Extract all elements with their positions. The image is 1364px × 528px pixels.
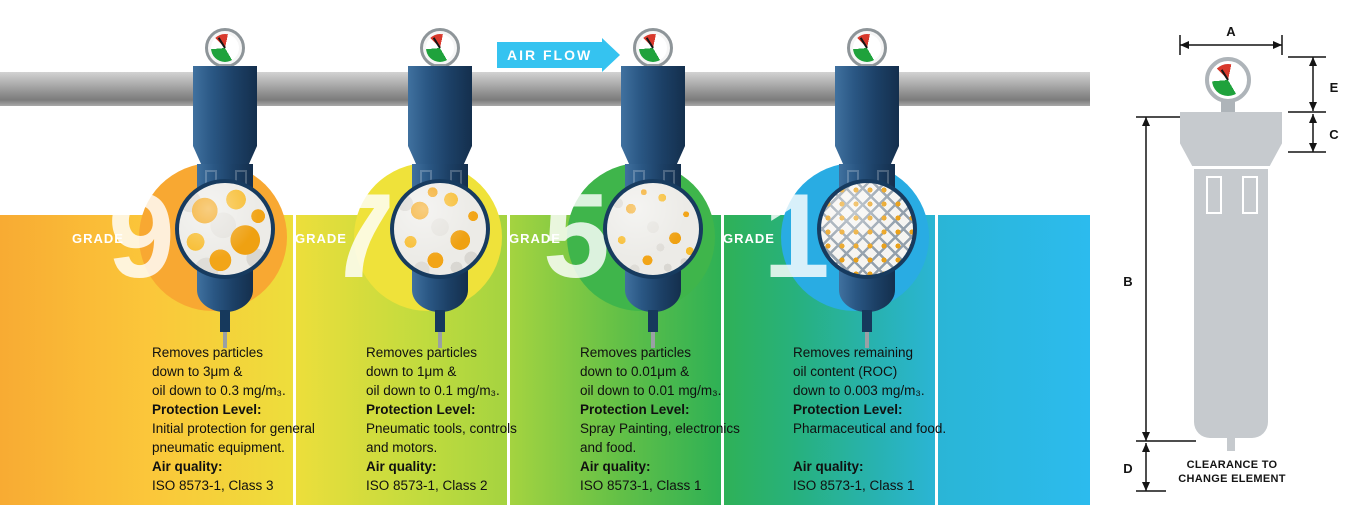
desc-line: Spray Painting, electronics bbox=[580, 421, 740, 436]
grade1-description: Removes remaining oil content (ROC) down… bbox=[793, 343, 993, 495]
desc-line: and motors. bbox=[366, 440, 438, 455]
desc-line: and food. bbox=[580, 440, 637, 455]
dim-label-d: D bbox=[1123, 461, 1132, 476]
magnifier-grade1 bbox=[817, 179, 917, 279]
desc-line: ISO 8573-1, Class 1 bbox=[580, 478, 702, 493]
desc-line: oil down to 0.1 mg/m₃. bbox=[366, 383, 500, 398]
desc-line: pneumatic equipment. bbox=[152, 440, 285, 455]
desc-line: down to 3μm & bbox=[152, 364, 243, 379]
filter-head bbox=[835, 66, 899, 166]
gauge-face bbox=[639, 34, 667, 62]
desc-line: oil down to 0.01 mg/m₃. bbox=[580, 383, 722, 398]
dimension-filter-port bbox=[1206, 176, 1222, 214]
grade5-description: Removes particles down to 0.01μm & oil d… bbox=[580, 343, 780, 495]
band-divider bbox=[293, 215, 296, 505]
desc-line: Pharmaceutical and food. bbox=[793, 421, 947, 436]
filter-drain-pin bbox=[223, 332, 227, 348]
dimension-filter-port bbox=[1242, 176, 1258, 214]
desc-line: ISO 8573-1, Class 2 bbox=[366, 478, 488, 493]
gauge-face bbox=[211, 34, 239, 62]
pressure-gauge bbox=[420, 28, 460, 68]
magnifier-grade5 bbox=[603, 179, 703, 279]
filter-head bbox=[408, 66, 472, 166]
pressure-gauge bbox=[205, 28, 245, 68]
desc-line: Air quality: bbox=[152, 459, 223, 474]
filter-drain bbox=[862, 310, 872, 332]
filter-drain bbox=[220, 310, 230, 332]
desc-line: Removes particles bbox=[366, 345, 478, 360]
grade9-label: GRADE bbox=[72, 231, 124, 246]
dim-label-b: B bbox=[1123, 274, 1132, 289]
clearance-note-line2: CHANGE ELEMENT bbox=[1178, 473, 1285, 485]
filter-drain-pin bbox=[865, 332, 869, 348]
grade1-label: GRADE bbox=[723, 231, 775, 246]
desc-line: Protection Level: bbox=[152, 402, 262, 417]
desc-line: down to 1μm & bbox=[366, 364, 457, 379]
dim-label-e: E bbox=[1330, 80, 1339, 95]
desc-line: Protection Level: bbox=[366, 402, 476, 417]
grade9-number: 9 bbox=[108, 169, 175, 303]
magnifier-grade7 bbox=[390, 179, 490, 279]
pressure-gauge bbox=[847, 28, 887, 68]
air-pipe bbox=[0, 72, 1090, 106]
air-flow-arrow: AIR FLOW bbox=[497, 42, 603, 68]
dimension-gauge-stem bbox=[1221, 100, 1235, 112]
band-divider bbox=[935, 215, 938, 505]
desc-line bbox=[793, 438, 993, 457]
desc-line: Air quality: bbox=[793, 459, 864, 474]
desc-line: ISO 8573-1, Class 3 bbox=[152, 478, 274, 493]
dimension-gauge bbox=[1205, 57, 1251, 103]
air-flow-label: AIR FLOW bbox=[507, 47, 593, 63]
desc-line: down to 0.01μm & bbox=[580, 364, 690, 379]
desc-line: Air quality: bbox=[366, 459, 437, 474]
desc-line: Initial protection for general bbox=[152, 421, 315, 436]
filter-head bbox=[193, 66, 257, 166]
dim-label-a: A bbox=[1226, 24, 1236, 39]
grade7-label: GRADE bbox=[295, 231, 347, 246]
dim-label-c: C bbox=[1329, 127, 1339, 142]
filter-drain-pin bbox=[438, 332, 442, 348]
desc-line: Removes particles bbox=[580, 345, 692, 360]
desc-line: Air quality: bbox=[580, 459, 651, 474]
desc-line: Protection Level: bbox=[580, 402, 690, 417]
desc-line: Pneumatic tools, controls bbox=[366, 421, 517, 436]
desc-line: oil content (ROC) bbox=[793, 364, 898, 379]
desc-line: Protection Level: bbox=[793, 402, 903, 417]
desc-line: Removes particles bbox=[152, 345, 264, 360]
grade5-label: GRADE bbox=[509, 231, 561, 246]
dimension-filter-drain bbox=[1227, 438, 1235, 451]
desc-line: down to 0.003 mg/m₃. bbox=[793, 383, 925, 398]
gauge-face bbox=[426, 34, 454, 62]
filter-drain bbox=[648, 310, 658, 332]
grade7-number: 7 bbox=[328, 169, 395, 303]
pressure-gauge bbox=[633, 28, 673, 68]
dimension-filter-head bbox=[1180, 112, 1282, 166]
gauge-face bbox=[853, 34, 881, 62]
grade9-description: Removes particles down to 3μm & oil down… bbox=[152, 343, 352, 495]
gauge-face bbox=[1212, 64, 1244, 96]
filter-head bbox=[621, 66, 685, 166]
desc-line: ISO 8573-1, Class 1 bbox=[793, 478, 915, 493]
filter-drain bbox=[435, 310, 445, 332]
clearance-note-line1: CLEARANCE TO bbox=[1187, 459, 1278, 471]
filter-drain-pin bbox=[651, 332, 655, 348]
desc-line: Removes remaining bbox=[793, 345, 914, 360]
grade7-description: Removes particles down to 1μm & oil down… bbox=[366, 343, 566, 495]
magnifier-grade9 bbox=[175, 179, 275, 279]
desc-line: oil down to 0.3 mg/m₃. bbox=[152, 383, 286, 398]
band-divider bbox=[507, 215, 510, 505]
band-divider bbox=[721, 215, 724, 505]
grade5-number: 5 bbox=[543, 169, 610, 303]
